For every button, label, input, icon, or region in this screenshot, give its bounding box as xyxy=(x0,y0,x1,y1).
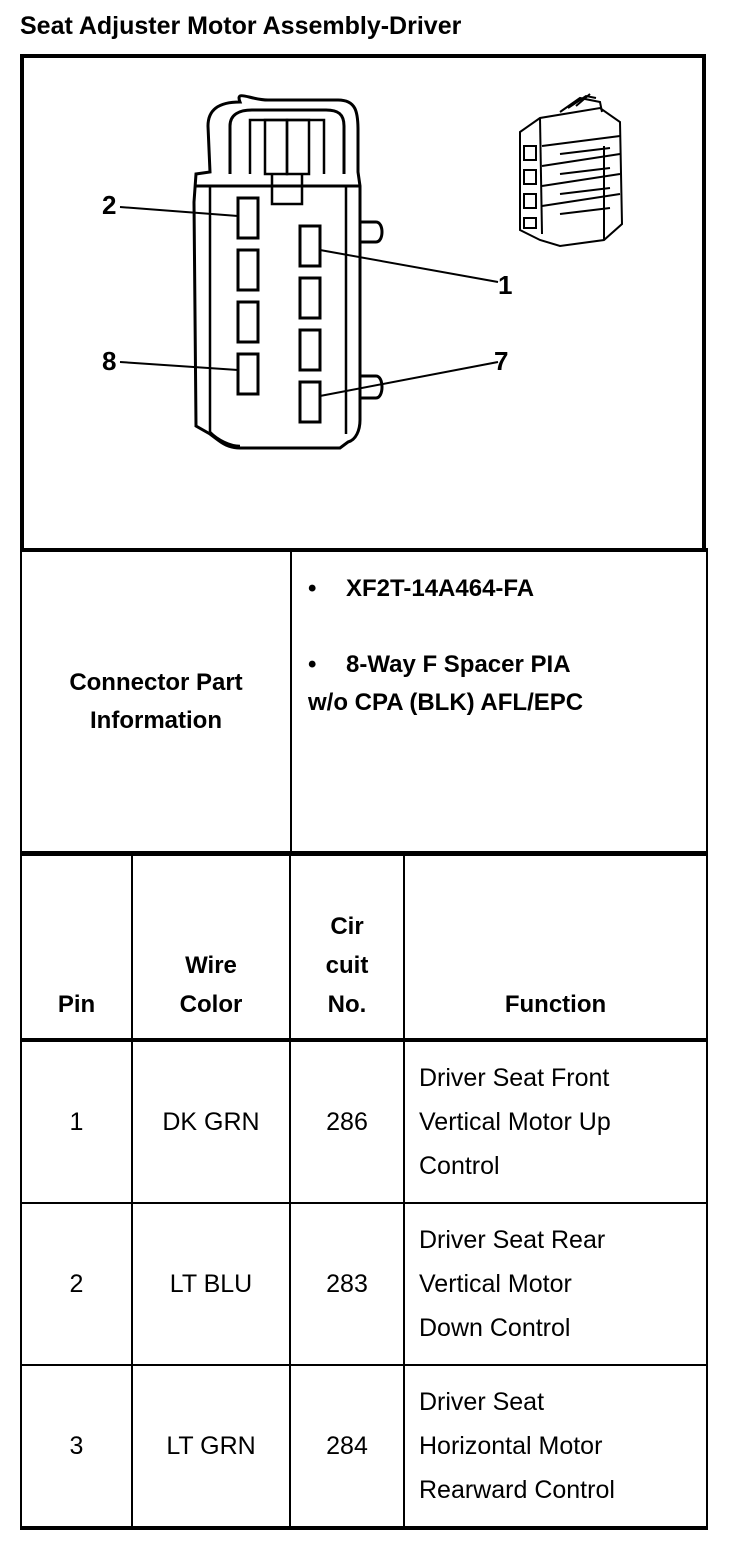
cavity-pin-1 xyxy=(298,224,322,268)
cavity-pin-3 xyxy=(298,276,322,320)
connector-info-label: Connector Part Information xyxy=(20,548,292,853)
part-number-item: •XF2T-14A464-FA xyxy=(308,575,535,602)
cell-circuit: 283 xyxy=(289,1202,405,1366)
cell-function: Driver Seat Front Vertical Motor Up Cont… xyxy=(403,1039,708,1204)
header-function: Function xyxy=(403,852,708,1042)
cell-circuit: 286 xyxy=(289,1039,405,1204)
cell-function: Driver Seat Horizontal Motor Rearward Co… xyxy=(403,1364,708,1530)
pin-table-header: Pin Wire Color Cir cuit No. Function xyxy=(20,852,708,1042)
cell-wire-color: DK GRN xyxy=(131,1039,291,1204)
cavity-pin-4 xyxy=(236,248,260,292)
cell-function: Driver Seat Rear Vertical Motor Down Con… xyxy=(403,1202,708,1366)
connector-type-item: •8-Way F Spacer PIA w/o CPA (BLK) AFL/EP… xyxy=(308,651,584,716)
connector-diagram: 2 1 8 7 xyxy=(20,54,706,550)
header-wire-color: Wire Color xyxy=(131,852,291,1042)
table-row: 1 DK GRN 286 Driver Seat Front Vertical … xyxy=(20,1039,708,1204)
cell-wire-color: LT GRN xyxy=(131,1364,291,1530)
cavity-pin-7 xyxy=(298,380,322,424)
connector-3d-icon xyxy=(519,93,624,248)
header-pin: Pin xyxy=(20,852,133,1042)
cell-pin: 1 xyxy=(20,1039,133,1204)
cavity-pin-2 xyxy=(236,196,260,240)
callout-pin-2: 2 xyxy=(102,190,117,220)
table-row: 2 LT BLU 283 Driver Seat Rear Vertical M… xyxy=(20,1202,708,1366)
connector-info-table: Connector Part Information •XF2T-14A464-… xyxy=(20,548,708,853)
cell-pin: 3 xyxy=(20,1364,133,1530)
connector-info-value: •XF2T-14A464-FA •8-Way F Spacer PIA w/o … xyxy=(290,548,708,853)
pin-table: Pin Wire Color Cir cuit No. Function 1 D… xyxy=(20,852,708,1530)
connector-face-drawing xyxy=(20,54,706,550)
cell-wire-color: LT BLU xyxy=(131,1202,291,1366)
callout-pin-1: 1 xyxy=(498,270,513,300)
header-circuit: Cir cuit No. xyxy=(289,852,405,1042)
callout-pin-7: 7 xyxy=(494,346,509,376)
callout-pin-8: 8 xyxy=(102,346,117,376)
table-row: 3 LT GRN 284 Driver Seat Horizontal Moto… xyxy=(20,1364,708,1530)
cell-pin: 2 xyxy=(20,1202,133,1366)
cavity-pin-5 xyxy=(298,328,322,372)
page-title: Seat Adjuster Motor Assembly-Driver xyxy=(20,12,462,40)
cell-circuit: 284 xyxy=(289,1364,405,1530)
cavity-pin-6 xyxy=(236,300,260,344)
cavity-pin-8 xyxy=(236,352,260,396)
